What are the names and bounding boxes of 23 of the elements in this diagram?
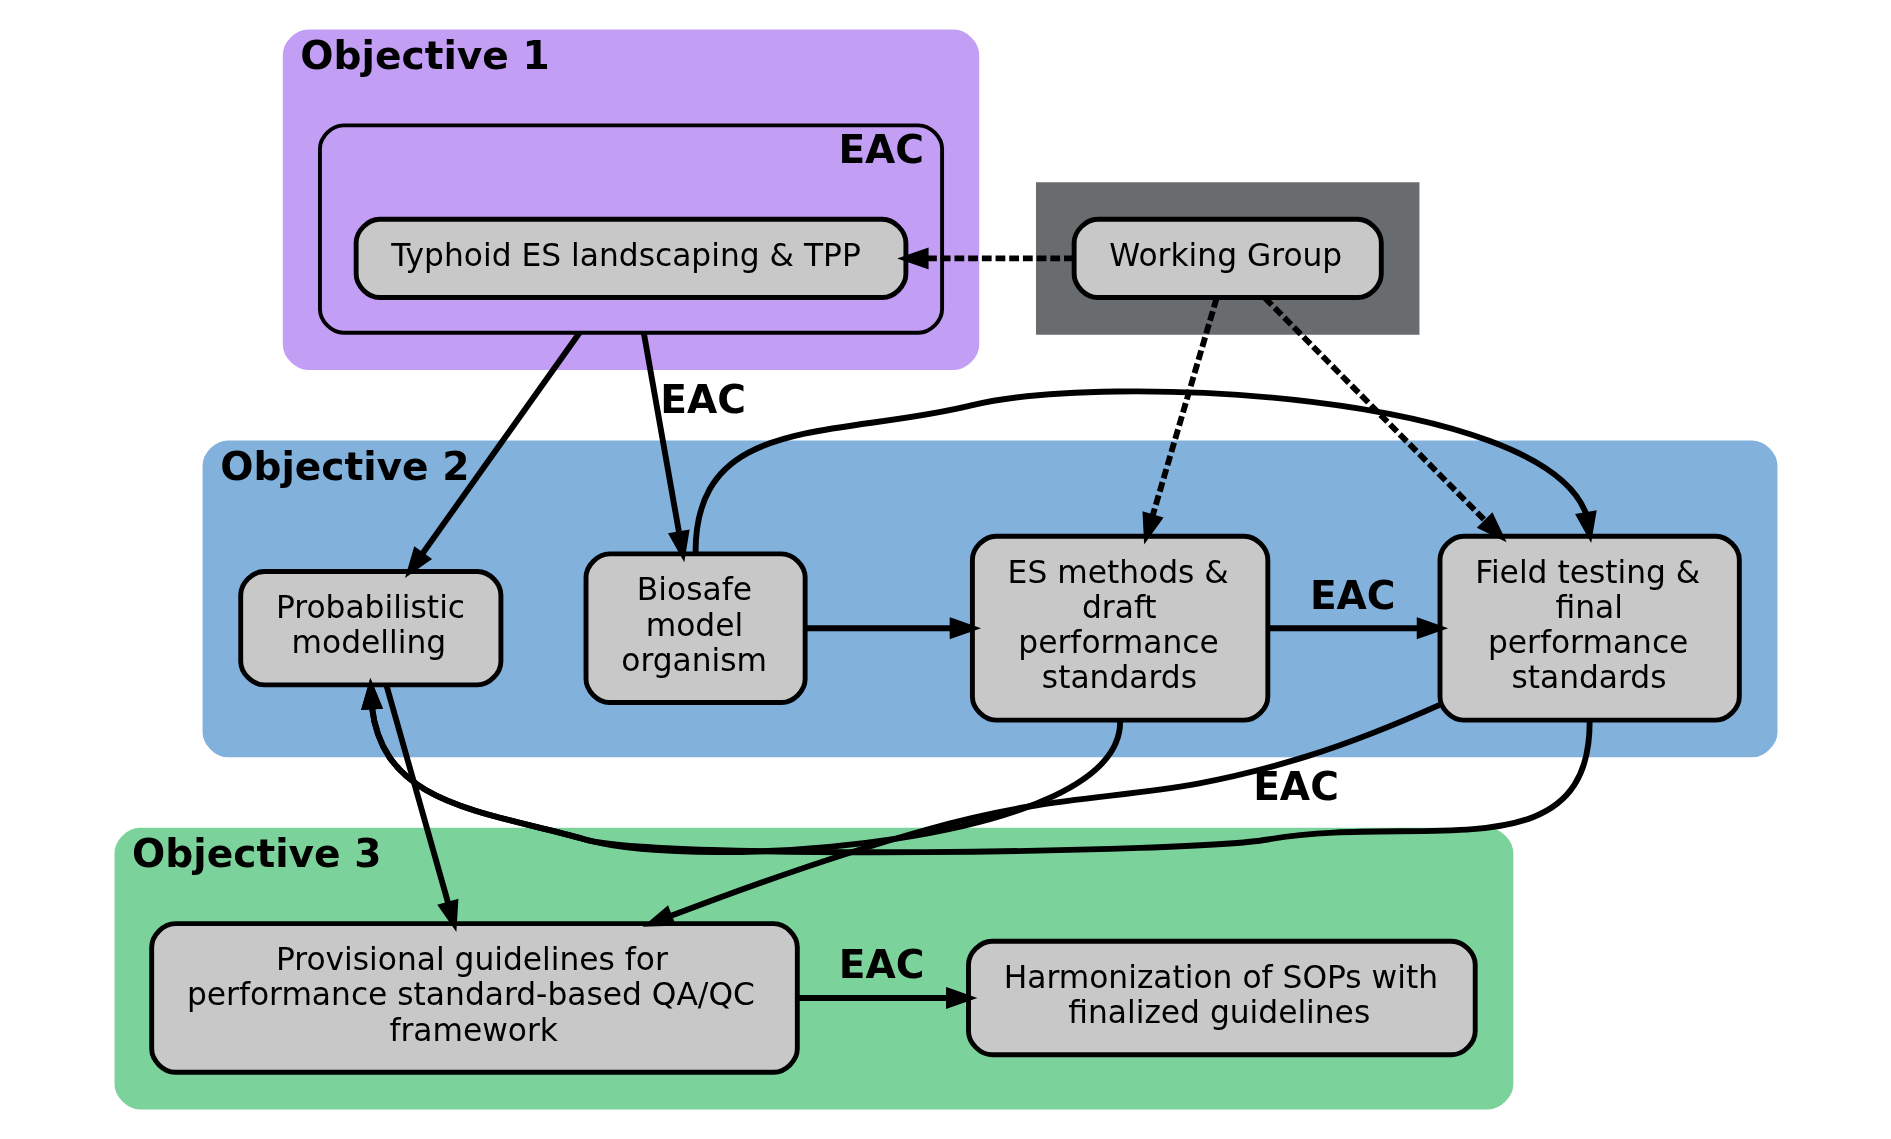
node-box: Harmonization of SOPs with finalized guidelines: [965, 938, 1478, 1058]
node-box: Provisional guidelines for performance standard-based QA/QC framework: [148, 921, 800, 1075]
node-box: Typhoid ES landscaping & TPP: [353, 216, 908, 300]
arrow: [896, 247, 1074, 270]
arrow: [642, 702, 1441, 927]
arrow: [805, 617, 981, 640]
edge-label: EAC: [838, 942, 925, 988]
edge-label: EAC: [1309, 572, 1396, 618]
node-box: Biosafe model organism: [583, 551, 808, 705]
node-box: Working Group: [1071, 216, 1384, 300]
edge-label: EAC: [1252, 764, 1339, 810]
arrow: [796, 986, 977, 1009]
node-box: Field testing & final performance standards: [1437, 533, 1742, 723]
edge-label: EAC: [659, 376, 746, 422]
arrow: [1141, 297, 1219, 545]
node-box: ES methods & draft performance standards: [969, 533, 1270, 723]
arrow: [383, 684, 458, 933]
cluster: [1035, 182, 1419, 335]
arrow: [692, 388, 1597, 553]
arrow: [404, 331, 582, 579]
node-box: Probabilistic modelling: [237, 569, 503, 688]
arrow: [1267, 617, 1448, 640]
arrow: [360, 678, 1123, 855]
